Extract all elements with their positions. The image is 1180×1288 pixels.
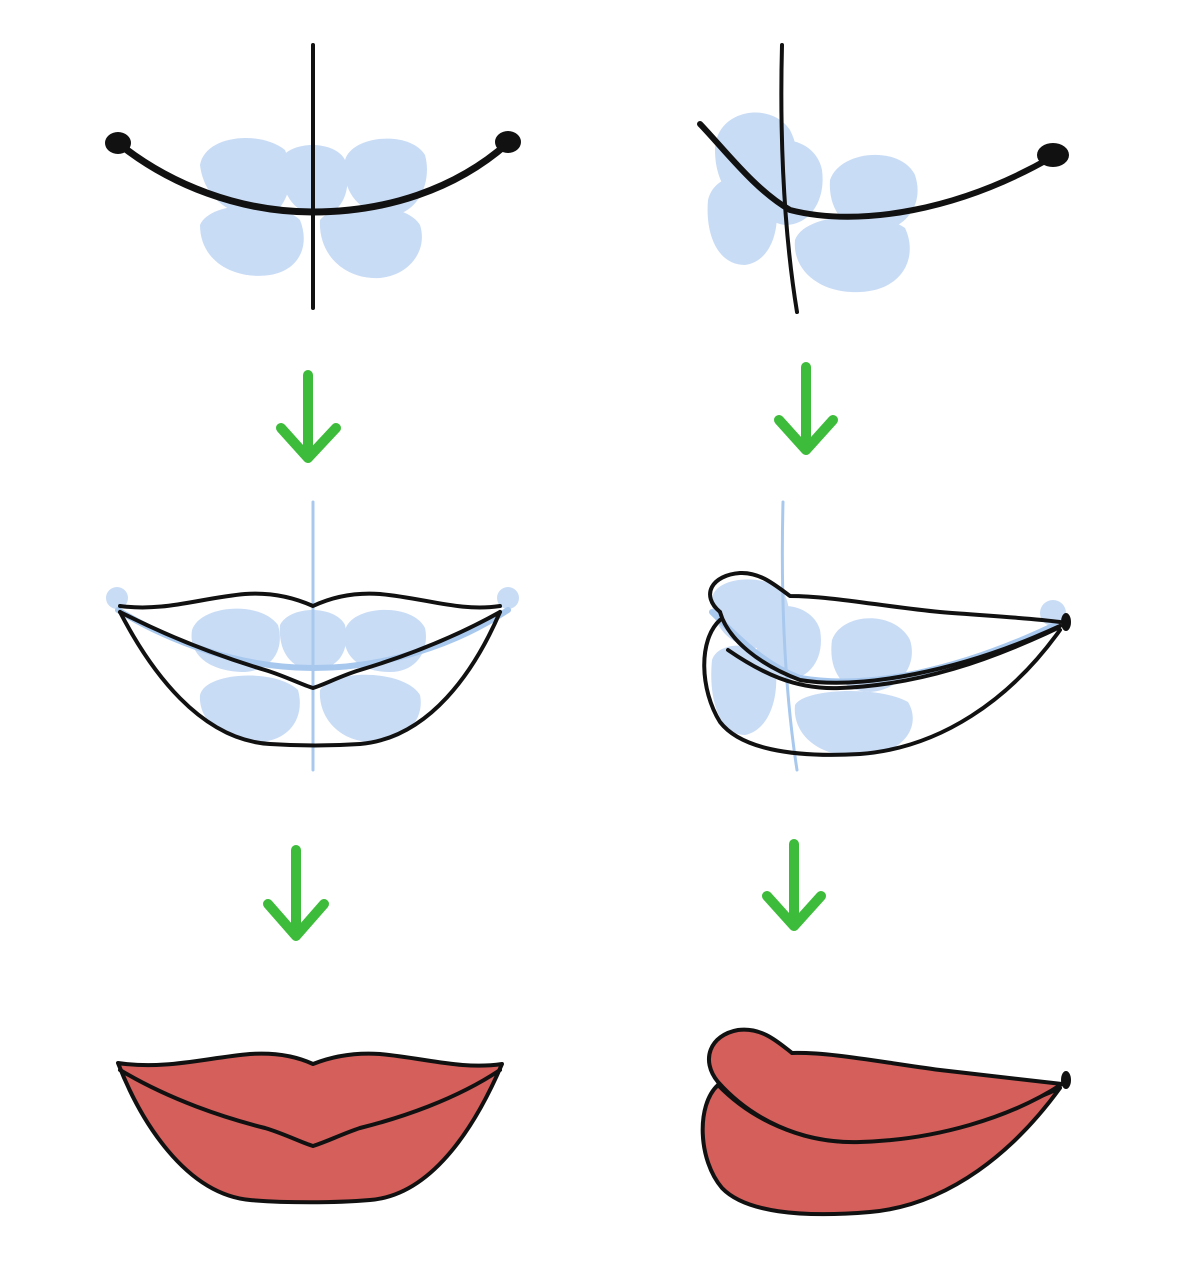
down-arrow-icon <box>774 362 838 455</box>
tq-upper-lip-fill <box>707 1027 1064 1145</box>
tq-outline-center-guide <box>780 500 799 772</box>
front-outline-blobs <box>106 587 519 742</box>
tq-lower-lip-outline <box>702 618 1062 757</box>
three-quarter-view-column <box>697 43 1071 1217</box>
tq-right-corner-dot <box>1037 143 1069 167</box>
front-mouth-split-line <box>118 610 502 690</box>
tq-lip-outline <box>702 500 1071 772</box>
front-step-arrow-2 <box>263 845 329 941</box>
down-arrow-icon <box>276 370 341 463</box>
tq-volume-blobs <box>707 112 918 293</box>
tq-outline-corner-dot <box>1061 613 1071 631</box>
down-arrow-icon <box>263 845 329 941</box>
front-right-corner-dot <box>495 131 521 153</box>
tq-outline-split-line <box>726 626 1060 691</box>
tq-mouth-line <box>697 121 1055 220</box>
front-lower-lip-outline <box>118 610 502 748</box>
tq-guide-sketch <box>697 43 1069 314</box>
tq-colored-lips <box>700 1027 1071 1217</box>
front-view-column <box>105 43 521 1205</box>
front-colored-split-line <box>118 1068 502 1148</box>
front-left-corner-dot <box>105 132 131 154</box>
tq-upper-lip-bulb <box>708 570 1062 624</box>
tq-step-arrow-1 <box>774 362 838 455</box>
tq-colored-corner-dot <box>1061 1071 1071 1089</box>
front-guide-sketch <box>105 43 521 310</box>
down-arrow-icon <box>762 839 826 931</box>
front-lip-outline <box>106 500 519 772</box>
front-upper-lip-outline <box>118 591 502 610</box>
front-step-arrow-1 <box>276 370 341 463</box>
tq-step-arrow-2 <box>762 839 826 931</box>
front-colored-lips <box>116 1051 504 1205</box>
tq-center-line <box>779 43 799 314</box>
front-mouth-line <box>114 139 512 216</box>
tq-upper-lip-lower-edge <box>718 610 1062 685</box>
front-lips-fill <box>116 1051 504 1205</box>
